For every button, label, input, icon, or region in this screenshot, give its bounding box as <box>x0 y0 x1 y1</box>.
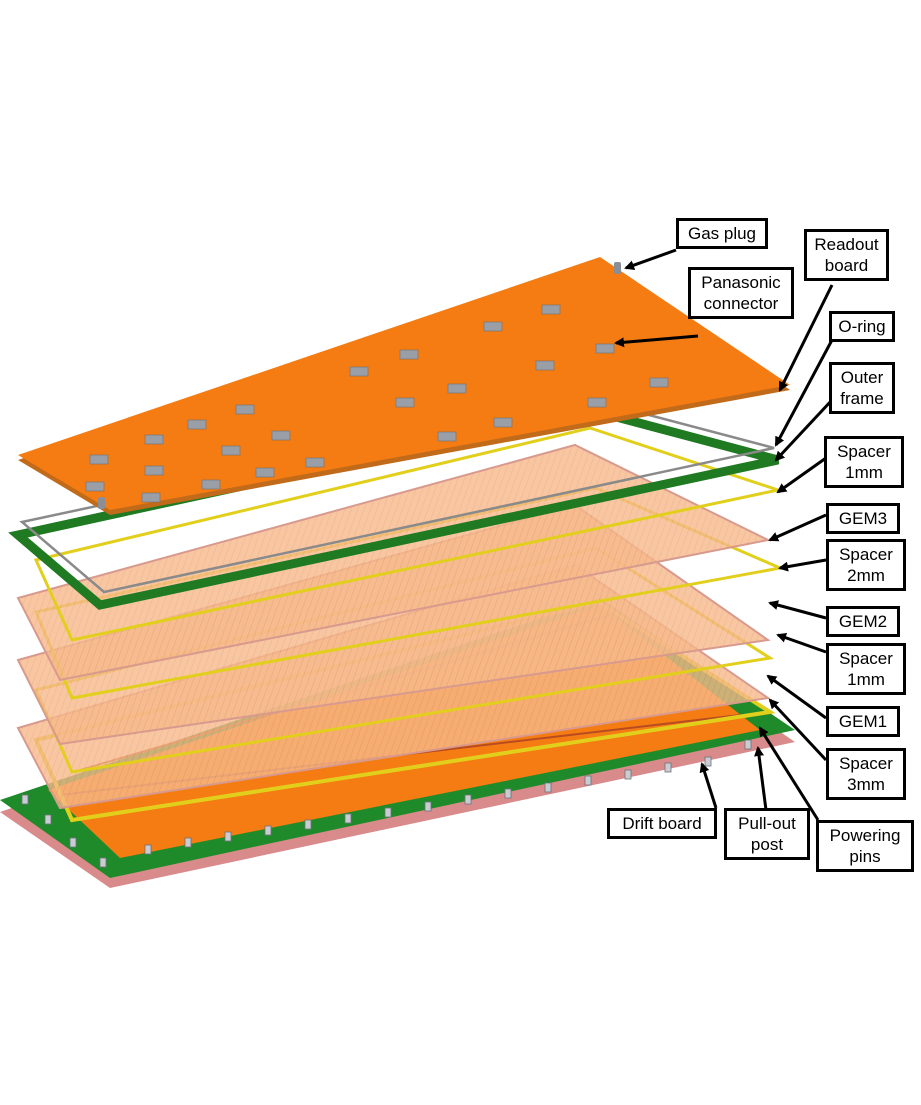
label-panasonic-connector: Panasonic connector <box>688 267 794 319</box>
arrow-gem1 <box>766 674 827 720</box>
arrow-panasonic-connector <box>614 334 699 348</box>
arrow-o-ring <box>774 339 834 447</box>
arrow-powering-pins <box>758 726 820 821</box>
readout-board <box>18 257 790 515</box>
arrow-gem2 <box>768 600 827 620</box>
arrow-pull-out-post <box>754 746 768 811</box>
label-drift-board: Drift board <box>607 808 717 839</box>
label-pull-out-post: Pull-out post <box>724 808 810 860</box>
arrow-spacer-1mm-bottom <box>776 632 827 654</box>
label-spacer-2mm: Spacer 2mm <box>826 539 906 591</box>
label-gem2: GEM2 <box>826 606 900 637</box>
label-spacer-3mm: Spacer 3mm <box>826 748 906 800</box>
panasonic-connectors <box>85 304 669 503</box>
label-gem3: GEM3 <box>826 503 900 534</box>
pull-out-posts <box>21 739 752 868</box>
arrow-outer-frame <box>774 398 834 462</box>
arrow-spacer-3mm <box>768 698 828 762</box>
label-outer-frame: Outer frame <box>829 362 895 414</box>
gas-plugs <box>98 262 621 509</box>
label-gem1: GEM1 <box>826 706 900 737</box>
label-o-ring: O-ring <box>829 311 895 342</box>
arrow-readout-board <box>778 284 834 392</box>
label-readout-board: Readout board <box>804 229 889 281</box>
arrow-spacer-2mm <box>778 558 827 572</box>
label-powering-pins: Powering pins <box>816 820 914 872</box>
label-spacer-1mm-bottom: Spacer 1mm <box>826 643 906 695</box>
label-gas-plug: Gas plug <box>676 218 768 249</box>
callout-arrows <box>614 248 834 821</box>
arrow-gas-plug <box>624 248 677 270</box>
label-spacer-1mm-top: Spacer 1mm <box>824 436 904 488</box>
arrow-gem3 <box>768 513 827 542</box>
arrow-drift-board <box>699 762 718 809</box>
arrow-spacer-1mm-top <box>776 456 827 494</box>
